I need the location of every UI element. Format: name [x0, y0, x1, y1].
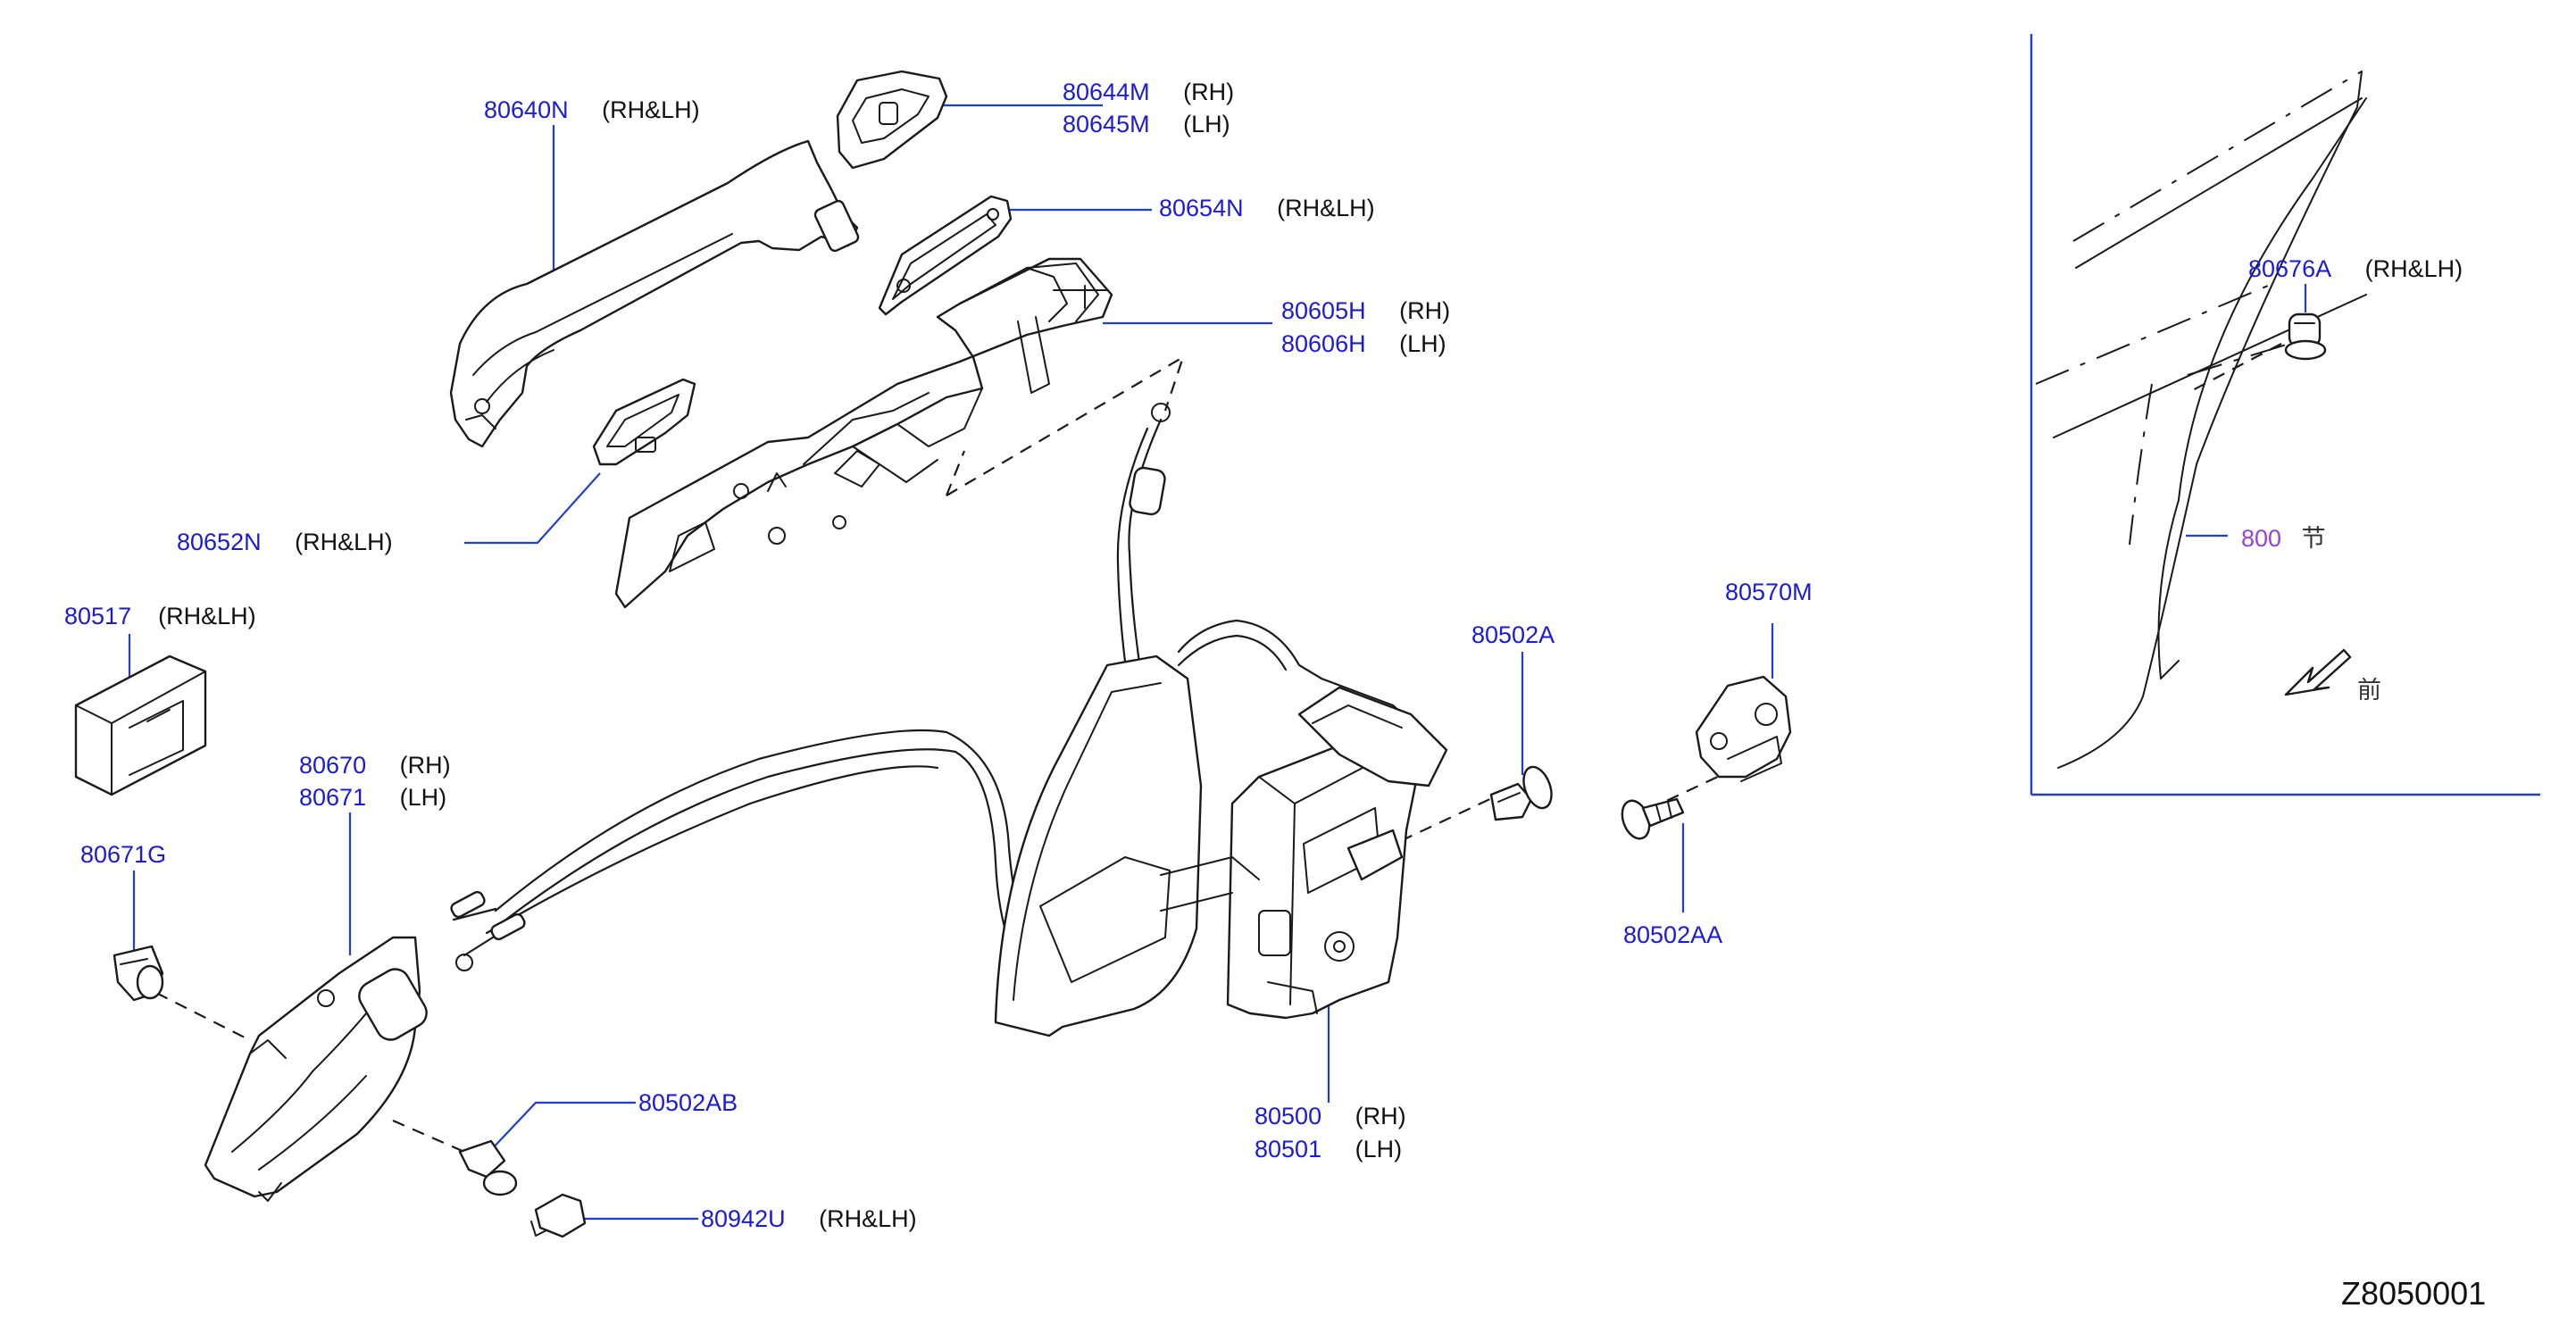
- side-note: (RH&LH): [295, 529, 393, 555]
- front-direction-label: 前: [2357, 677, 2381, 704]
- callout-80652N: 80652N (RH&LH): [177, 529, 393, 555]
- callout-section-800: 800 节: [2241, 525, 2326, 553]
- callout-80502A: 80502A: [1471, 621, 1555, 648]
- callout-80606H: 80606H (LH): [1281, 330, 1446, 357]
- part-number-link[interactable]: 80671: [299, 784, 367, 811]
- insulator-80517[interactable]: [74, 654, 207, 796]
- callout-80671: 80671 (LH): [299, 784, 446, 811]
- part-number-link[interactable]: 80502AA: [1623, 921, 1723, 948]
- screw-80502AA[interactable]: [1617, 797, 1685, 843]
- side-note: (RH&LH): [2364, 255, 2463, 282]
- diagram-code: Z8050001: [2341, 1275, 2487, 1312]
- part-number-link[interactable]: 80605H: [1281, 297, 1366, 324]
- part-number-link[interactable]: 80500: [1255, 1103, 1322, 1129]
- gasket-80654N[interactable]: [878, 195, 1013, 316]
- inset-front-arrow-icon: [2284, 648, 2352, 696]
- part-number-link[interactable]: 80501: [1255, 1136, 1322, 1162]
- callout-80570M: 80570M: [1725, 579, 1813, 605]
- callout-80502AB: 80502AB: [638, 1089, 738, 1116]
- handle-bracket-80605H[interactable]: [614, 257, 1113, 609]
- striker-80570M[interactable]: [1695, 675, 1792, 782]
- callout-80645M: 80645M (LH): [1063, 111, 1230, 138]
- callout-80517: 80517 (RH&LH): [64, 603, 256, 629]
- inset-frame: [2030, 34, 2540, 796]
- section-ref-link[interactable]: 800: [2241, 525, 2282, 552]
- inside-handle-80670[interactable]: [204, 936, 431, 1202]
- part-number-link[interactable]: 80502AB: [638, 1089, 738, 1116]
- part-number-link[interactable]: 80942U: [701, 1205, 786, 1232]
- leader-lines: [128, 104, 2307, 1221]
- side-note: (RH&LH): [158, 603, 256, 629]
- inset-door-outline: [2035, 71, 2367, 769]
- callout-80644M: 80644M (RH): [1063, 79, 1234, 105]
- callout-80670: 80670 (RH): [299, 752, 451, 779]
- side-note: (RH): [1355, 1103, 1406, 1129]
- side-note: (RH&LH): [602, 96, 700, 123]
- part-number-link[interactable]: 80644M: [1063, 79, 1150, 105]
- screw-80502A[interactable]: [1489, 763, 1556, 821]
- cap-80942U[interactable]: [530, 1193, 587, 1238]
- callout-80671G: 80671G: [80, 841, 166, 868]
- side-note: (RH): [1183, 79, 1235, 105]
- part-number-link[interactable]: 80606H: [1281, 330, 1366, 357]
- inset-grommet-80676A[interactable]: [2284, 312, 2327, 361]
- callout-80501: 80501 (LH): [1255, 1136, 1402, 1162]
- part-number-link[interactable]: 80570M: [1725, 579, 1813, 605]
- screw-80502AB[interactable]: [458, 1139, 518, 1196]
- side-note: (LH): [1355, 1136, 1403, 1162]
- side-note: (LH): [1399, 330, 1446, 357]
- section-glyph: 节: [2301, 525, 2326, 553]
- callout-80502AA: 80502AA: [1623, 921, 1722, 948]
- part-number-link[interactable]: 80645M: [1063, 111, 1150, 138]
- assembly-dashed-lines: [155, 343, 2282, 1154]
- side-note: (RH): [1399, 297, 1451, 324]
- part-number-link[interactable]: 80676A: [2248, 255, 2332, 282]
- clip-80671G[interactable]: [113, 945, 164, 1002]
- front-glyph: 前: [2357, 677, 2381, 704]
- callout-80654N: 80654N (RH&LH): [1159, 195, 1375, 221]
- part-number-link[interactable]: 80670: [299, 752, 367, 779]
- gasket-80652N[interactable]: [592, 378, 696, 466]
- side-note: (LH): [399, 784, 447, 811]
- outside-handle-80640N[interactable]: [449, 139, 860, 448]
- callout-80676A: 80676A (RH&LH): [2248, 255, 2463, 282]
- door-lock-actuator-80500[interactable]: [994, 654, 1448, 1038]
- callout-80605H: 80605H (RH): [1281, 297, 1450, 324]
- callout-80500: 80500 (RH): [1255, 1103, 1406, 1129]
- part-number-link[interactable]: 80502A: [1471, 621, 1555, 648]
- part-number-link[interactable]: 80640N: [484, 96, 569, 123]
- escutcheon-80644M[interactable]: [836, 70, 948, 170]
- part-number-link[interactable]: 80517: [64, 603, 132, 629]
- callout-80640N: 80640N (RH&LH): [484, 96, 700, 123]
- part-number-link[interactable]: 80652N: [177, 529, 262, 555]
- side-note: (LH): [1183, 111, 1230, 138]
- part-number-link[interactable]: 80654N: [1159, 195, 1244, 221]
- side-note: (RH&LH): [1277, 195, 1375, 221]
- side-note: (RH): [399, 752, 451, 779]
- callout-80942U: 80942U (RH&LH): [701, 1205, 917, 1232]
- part-number-link[interactable]: 80671G: [80, 841, 167, 868]
- side-note: (RH&LH): [819, 1205, 917, 1232]
- lock-cables: [450, 403, 1435, 1006]
